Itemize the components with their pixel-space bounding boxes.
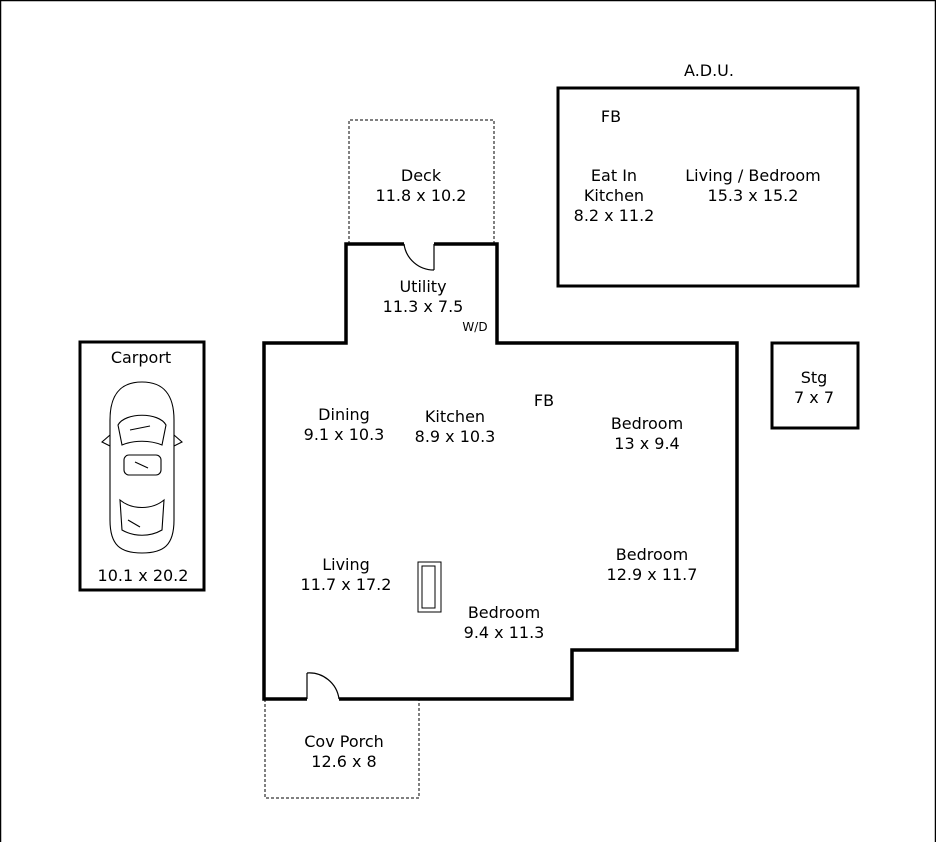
bedroom-3-dims: 9.4 x 11.3 — [463, 623, 545, 642]
house-outline — [262, 242, 739, 701]
room-label-deck: Deck 11.8 x 10.2 — [376, 166, 467, 206]
storage-outline — [770, 341, 860, 430]
adu-living-name: Living / Bedroom — [685, 166, 821, 185]
kitchen-name: Kitchen — [424, 407, 486, 426]
room-label-living: Living 11.7 x 17.2 — [301, 555, 392, 595]
carport-outline — [78, 340, 206, 592]
cov-porch-dims: 12.6 x 8 — [311, 752, 377, 771]
room-label-adu-kitchen: Eat In Kitchen 8.2 x 11.2 — [574, 166, 655, 226]
adu-title: A.D.U. — [684, 61, 734, 80]
adu-living-dims: 15.3 x 15.2 — [707, 186, 799, 205]
storage-name: Stg — [800, 368, 828, 387]
deck-door-opening — [404, 242, 434, 247]
bedroom-1-name: Bedroom — [610, 414, 684, 433]
deck-door-swing — [403, 243, 435, 271]
dining-dims: 9.1 x 10.3 — [303, 425, 385, 444]
utility-dims: 11.3 x 7.5 — [382, 297, 464, 316]
room-label-bedroom-3: Bedroom 9.4 x 11.3 — [464, 603, 545, 643]
room-label-bedroom-2: Bedroom 12.9 x 11.7 — [607, 545, 698, 585]
bedroom-1-dims: 13 x 9.4 — [614, 434, 680, 453]
dining-name: Dining — [318, 405, 370, 424]
room-label-adu-living: Living / Bedroom 15.3 x 15.2 — [685, 166, 821, 206]
adu-outline — [556, 86, 860, 288]
washer-dryer-label: W/D — [462, 320, 488, 334]
deck-dims: 11.8 x 10.2 — [375, 186, 467, 205]
carport-dims: 10.1 x 20.2 — [97, 566, 189, 585]
carport-name: Carport — [110, 348, 172, 367]
adu-kitchen-name-1: Eat In — [590, 166, 638, 185]
bedroom-3-name: Bedroom — [467, 603, 541, 622]
room-label-storage: Stg 7 x 7 — [794, 368, 834, 408]
room-label-kitchen: Kitchen 8.9 x 10.3 — [415, 407, 496, 447]
car-icon — [101, 381, 183, 554]
cov-porch-name: Cov Porch — [304, 732, 384, 751]
porch-outline — [264, 699, 420, 799]
kitchen-dims: 8.9 x 10.3 — [414, 427, 496, 446]
living-dims: 11.7 x 17.2 — [300, 575, 392, 594]
porch-door-opening — [307, 696, 339, 702]
adu-kitchen-name-2: Kitchen — [583, 186, 645, 205]
room-label-utility: Utility 11.3 x 7.5 — [383, 277, 464, 317]
storage-dims: 7 x 7 — [794, 388, 834, 407]
adu-kitchen-dims: 8.2 x 11.2 — [573, 206, 655, 225]
fireplace-hearth — [421, 565, 436, 609]
porch-door-swing — [306, 672, 340, 700]
bath-label-main: FB — [533, 391, 555, 410]
deck-outline — [348, 119, 495, 244]
bedroom-2-dims: 12.9 x 11.7 — [606, 565, 698, 584]
room-label-cov-porch: Cov Porch 12.6 x 8 — [304, 732, 384, 772]
fireplace-icon — [417, 561, 442, 613]
room-label-bedroom-1: Bedroom 13 x 9.4 — [611, 414, 683, 454]
living-name: Living — [322, 555, 370, 574]
deck-name: Deck — [400, 166, 442, 185]
room-label-dining: Dining 9.1 x 10.3 — [304, 405, 385, 445]
bath-label-adu: FB — [600, 107, 622, 126]
utility-name: Utility — [399, 277, 447, 296]
bedroom-2-name: Bedroom — [615, 545, 689, 564]
